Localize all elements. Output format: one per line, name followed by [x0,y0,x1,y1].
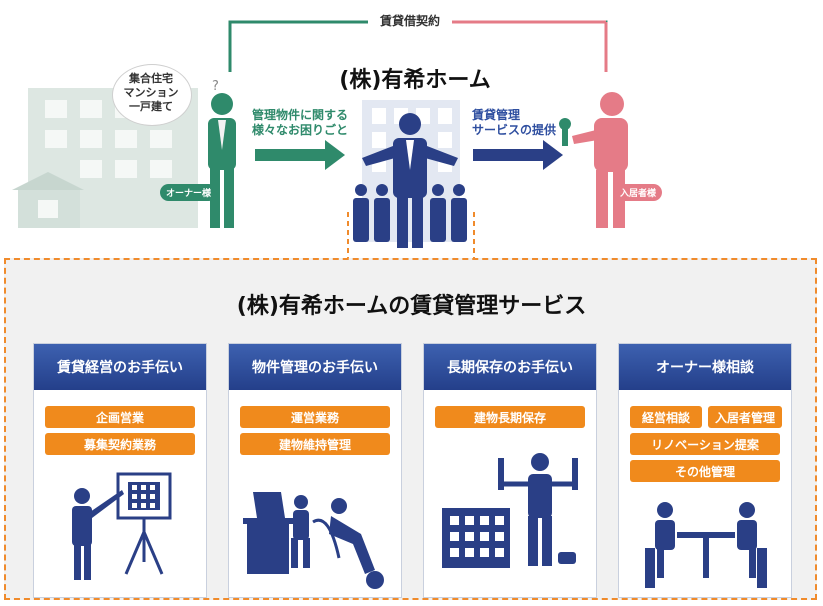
key-icon [559,118,571,146]
services-title: (株)有希ホームの賃貸管理サービス [236,294,587,319]
owner-arrow [255,140,345,170]
property-type-1: 集合住宅 [129,72,173,85]
service-item: 募集契約業務 [45,433,195,455]
service-card-property-management: 物件管理のお手伝い 運営業務 建物維持管理 [228,343,402,598]
tenant-flow-line-2: サービスの提供 [472,123,557,137]
owner-flow-line-2: 様々なお困りごと [252,123,349,137]
presenter-icon [72,472,172,580]
owner-tag: オーナー様 [160,184,218,201]
card-title: オーナー様相談 [619,344,791,390]
service-card-owner-consultation: オーナー様相談 経営相談 入居者管理 リノベーション提案 その他管理 [618,343,792,598]
service-item: 経営相談 [630,406,702,428]
property-types-bubble [112,64,192,126]
service-item: リノベーション提案 [630,433,780,455]
service-item: 運営業務 [240,406,390,428]
owner-flow-line-1: 管理物件に関する [252,108,349,122]
tenant-figure-icon [572,92,628,228]
property-type-2: マンション [123,86,179,99]
service-item: 建物長期保存 [435,406,585,428]
maintenance-worker-icon [442,453,578,568]
meeting-icon [645,502,767,588]
service-item: 入居者管理 [708,406,782,428]
card-title: 賃貸経営のお手伝い [34,344,206,390]
house-icon [12,172,84,228]
card-title: 物件管理のお手伝い [229,344,401,390]
contract-label: 賃貸借契約 [368,12,452,29]
tenant-flow-line-1: 賃貸管理 [472,108,521,122]
staff-group-icon [353,184,467,242]
office-work-icon [243,492,384,589]
service-item: その他管理 [630,460,780,482]
property-type-3: 一戸建て [129,100,173,113]
tenant-arrow [473,140,563,170]
tenant-tag: 入居者様 [614,184,663,201]
company-name: (株)有希ホーム [339,68,491,93]
service-item: 企画営業 [45,406,195,428]
card-title: 長期保存のお手伝い [424,344,596,390]
svg-text:?: ? [212,79,219,94]
service-card-rental-management: 賃貸経営のお手伝い 企画営業 募集契約業務 [33,343,207,598]
service-card-long-term-preservation: 長期保存のお手伝い 建物長期保存 [423,343,597,598]
owner-figure-icon [208,93,236,228]
service-item: 建物維持管理 [240,433,390,455]
